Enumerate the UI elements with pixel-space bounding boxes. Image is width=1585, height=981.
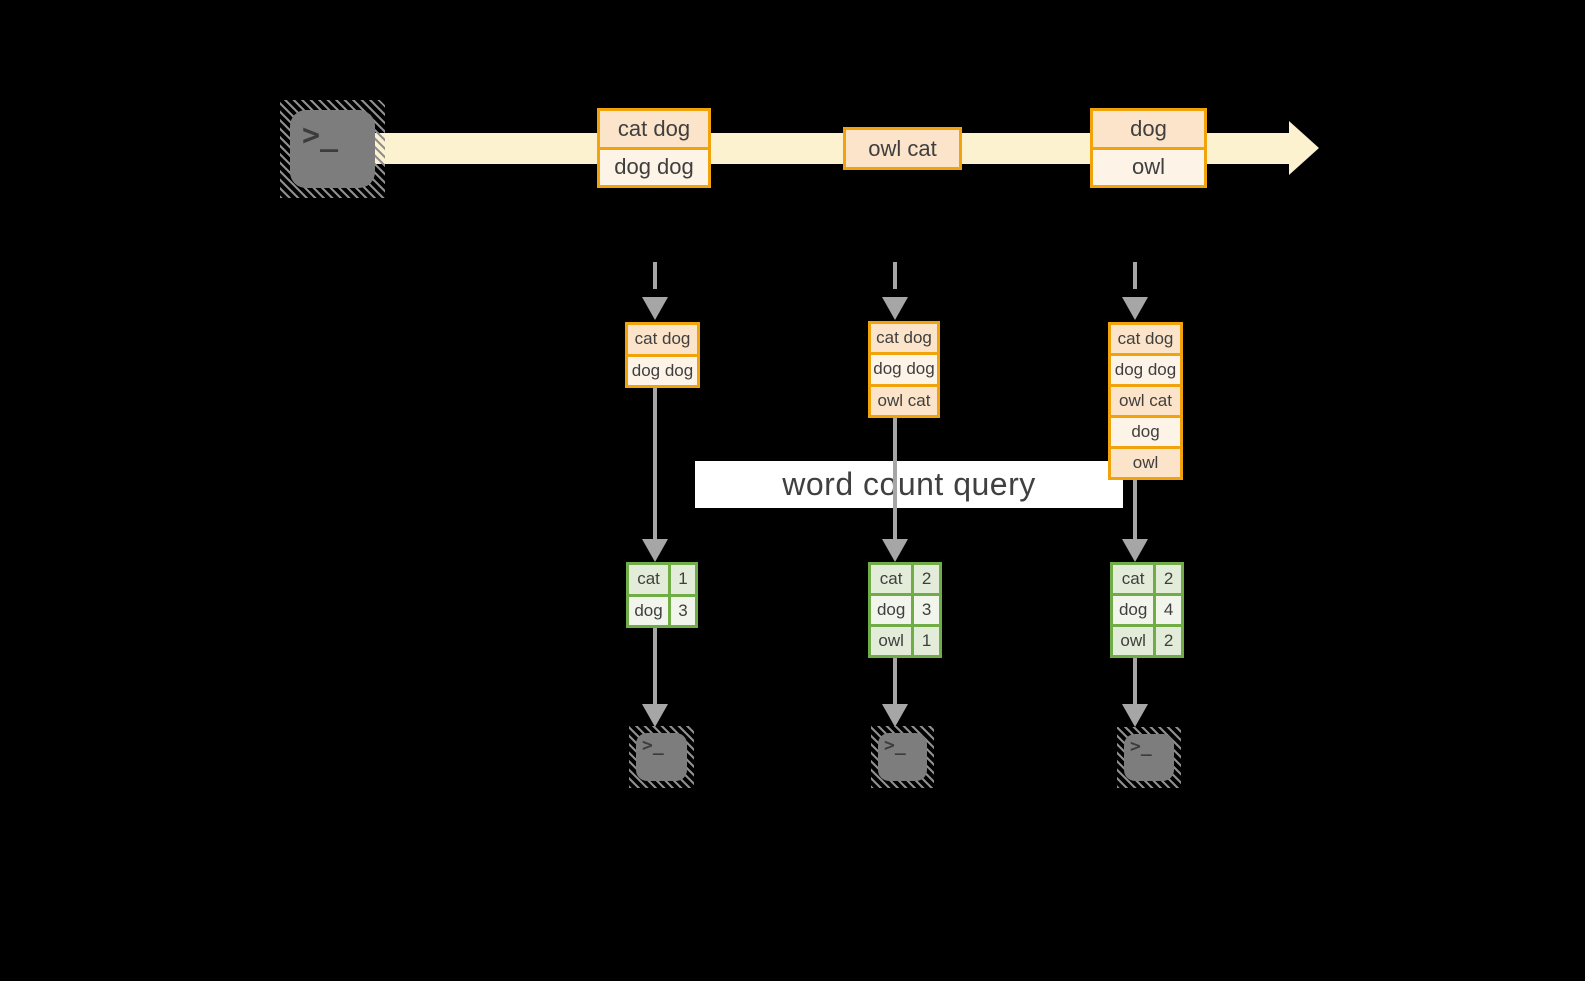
input-row: cat dog: [1111, 325, 1180, 356]
terminal-body: [290, 110, 375, 188]
count-cell: 1: [911, 627, 939, 655]
count-cell: 2: [1153, 627, 1181, 655]
input-table-box-3: cat dog dog dog owl cat dog owl: [1108, 322, 1183, 480]
word-cell: dog: [1113, 596, 1154, 624]
count-cell: 2: [911, 565, 939, 593]
sink-terminal-icon-1: >_: [629, 726, 694, 788]
stream-record-box-3: dog owl: [1090, 108, 1207, 188]
input-row: dog: [1111, 418, 1180, 449]
count-cell: 3: [911, 596, 939, 624]
result-row: dog 3: [871, 596, 939, 627]
word-cell: owl: [1113, 627, 1154, 655]
input-table-box-1: cat dog dog dog: [625, 322, 700, 388]
input-row: cat dog: [628, 325, 697, 357]
record-line: cat dog: [600, 111, 708, 150]
query-arrow-line: [893, 418, 897, 539]
input-table-box-2: cat dog dog dog owl cat: [868, 321, 940, 418]
count-cell: 1: [668, 565, 695, 594]
output-arrow-line: [893, 658, 897, 704]
input-row: dog dog: [871, 355, 937, 387]
dashed-arrow-head-icon: [1122, 297, 1148, 320]
dashed-arrow-line: [1133, 262, 1137, 289]
record-line: dog: [1093, 111, 1204, 150]
dashed-arrow-head-icon: [882, 297, 908, 320]
input-row: cat dog: [871, 324, 937, 356]
terminal-prompt-icon: >_: [1130, 736, 1152, 757]
result-row: owl 1: [871, 627, 939, 655]
query-arrow-head-icon: [642, 539, 668, 562]
query-arrow-line: [653, 388, 657, 539]
result-table-2: cat 2 dog 3 owl 1: [868, 562, 942, 658]
query-arrow-line: [1133, 480, 1137, 539]
result-row: dog 4: [1113, 596, 1181, 627]
input-row: owl cat: [871, 386, 937, 415]
input-row: owl cat: [1111, 387, 1180, 418]
terminal-body: [878, 733, 927, 781]
record-line: owl: [1093, 149, 1204, 185]
result-row: cat 1: [629, 565, 695, 597]
sink-terminal-icon-3: >_: [1117, 727, 1181, 788]
count-cell: 2: [1153, 565, 1181, 593]
word-cell: cat: [629, 565, 669, 594]
word-count-query-label: word count query: [695, 461, 1123, 508]
record-line: owl cat: [846, 130, 959, 167]
result-row: cat 2: [1113, 565, 1181, 596]
dashed-arrow-line: [653, 262, 657, 289]
dashed-arrow-line: [893, 262, 897, 289]
stream-arrow-head-icon: [1289, 121, 1319, 175]
terminal-body: [636, 733, 687, 781]
terminal-prompt-icon: >_: [642, 735, 664, 756]
count-cell: 3: [668, 596, 695, 625]
source-terminal-icon: >_: [280, 100, 385, 198]
word-cell: dog: [629, 596, 669, 625]
dashed-arrow-head-icon: [642, 297, 668, 320]
output-arrow-head-icon: [1122, 704, 1148, 727]
output-arrow-head-icon: [642, 704, 668, 727]
stream-record-box-2: owl cat: [843, 127, 962, 170]
result-row: owl 2: [1113, 627, 1181, 655]
result-table-3: cat 2 dog 4 owl 2: [1110, 562, 1184, 658]
input-row: owl: [1111, 449, 1180, 477]
output-arrow-line: [1133, 658, 1137, 704]
query-arrow-head-icon: [1122, 539, 1148, 562]
word-cell: owl: [871, 627, 912, 655]
stream-record-box-1: cat dog dog dog: [597, 108, 711, 188]
terminal-prompt-icon: >_: [302, 118, 339, 153]
result-row: cat 2: [871, 565, 939, 596]
output-arrow-line: [653, 628, 657, 704]
result-row: dog 3: [629, 596, 695, 625]
word-cell: dog: [871, 596, 912, 624]
query-arrow-head-icon: [882, 539, 908, 562]
record-line: dog dog: [600, 149, 708, 185]
input-row: dog dog: [1111, 356, 1180, 387]
sink-terminal-icon-2: >_: [871, 726, 934, 788]
result-table-1: cat 1 dog 3: [626, 562, 698, 628]
output-arrow-head-icon: [882, 704, 908, 727]
input-row: dog dog: [628, 356, 697, 385]
terminal-body: [1124, 734, 1174, 781]
word-cell: cat: [1113, 565, 1154, 593]
count-cell: 4: [1153, 596, 1181, 624]
terminal-prompt-icon: >_: [884, 735, 906, 756]
word-cell: cat: [871, 565, 912, 593]
